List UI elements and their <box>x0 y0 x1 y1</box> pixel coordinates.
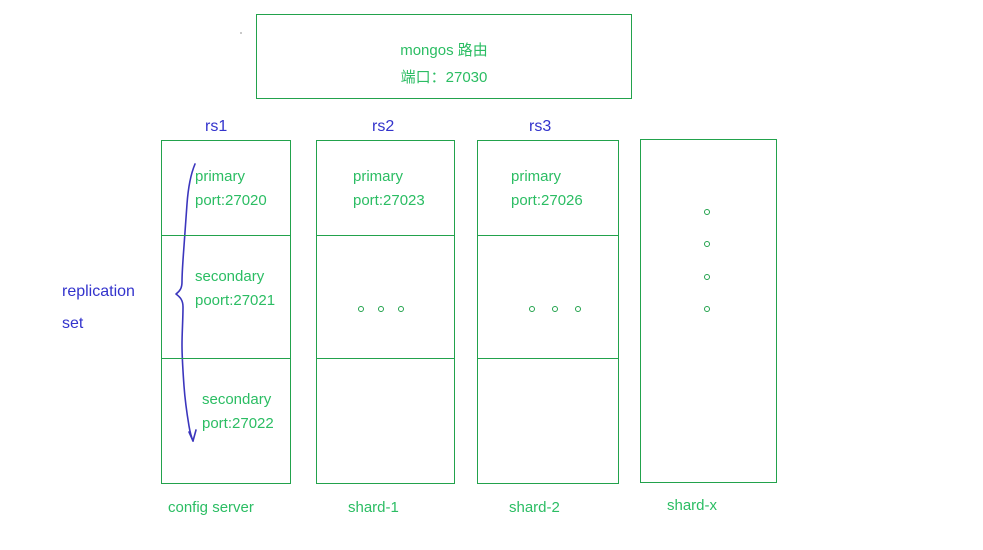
cell-role-label: secondary <box>202 391 272 408</box>
cell-port-label: poort:27021 <box>195 292 276 309</box>
ellipsis-dot-icon <box>378 306 384 312</box>
replication-set-label-line1: replication <box>62 283 135 300</box>
vertical-ellipsis-dot-icon <box>704 209 710 215</box>
column-box-shard-2: primary port:27026 <box>477 140 619 484</box>
cell-role-label: primary <box>511 168 562 185</box>
stray-mark <box>240 32 242 34</box>
cell-role-label: primary <box>353 168 404 185</box>
cell-port-label: port:27020 <box>195 192 267 209</box>
ellipsis-dot-icon <box>575 306 581 312</box>
cell-divider <box>317 358 454 359</box>
column-caption-shard-2: shard-2 <box>509 499 560 516</box>
cell-role-label: secondary <box>195 268 265 285</box>
cell-divider <box>478 358 618 359</box>
ellipsis-dot-icon <box>358 306 364 312</box>
ellipsis-dot-icon <box>398 306 404 312</box>
cell-divider <box>478 235 618 236</box>
rs-label-rs2: rs2 <box>372 118 395 135</box>
cell-divider <box>162 358 290 359</box>
column-caption-shard-1: shard-1 <box>348 499 399 516</box>
vertical-ellipsis-dot-icon <box>704 274 710 280</box>
column-box-shard-x <box>640 139 777 483</box>
vertical-ellipsis-dot-icon <box>704 306 710 312</box>
cell-divider <box>317 235 454 236</box>
cell-port-label: port:27023 <box>353 192 425 209</box>
replication-set-label-line2: set <box>62 315 84 332</box>
column-caption-config-server: config server <box>168 499 254 516</box>
mongos-router-title: mongos 路由 <box>400 42 488 59</box>
cell-port-label: port:27022 <box>202 415 274 432</box>
ellipsis-dot-icon <box>552 306 558 312</box>
rs-label-rs3: rs3 <box>529 118 552 135</box>
column-box-shard-1: primary port:27023 <box>316 140 455 484</box>
ellipsis-dot-icon <box>529 306 535 312</box>
cell-divider <box>162 235 290 236</box>
mongos-router-box: mongos 路由 端口：27030 <box>256 14 632 99</box>
vertical-ellipsis-dot-icon <box>704 241 710 247</box>
mongos-router-port: 端口：27030 <box>400 69 488 86</box>
rs-label-rs1: rs1 <box>205 118 228 135</box>
cell-port-label: port:27026 <box>511 192 583 209</box>
cell-role-label: primary <box>195 168 246 185</box>
column-box-config-server: primary port:27020 secondary poort:27021… <box>161 140 291 484</box>
column-caption-shard-x: shard-x <box>667 497 718 514</box>
